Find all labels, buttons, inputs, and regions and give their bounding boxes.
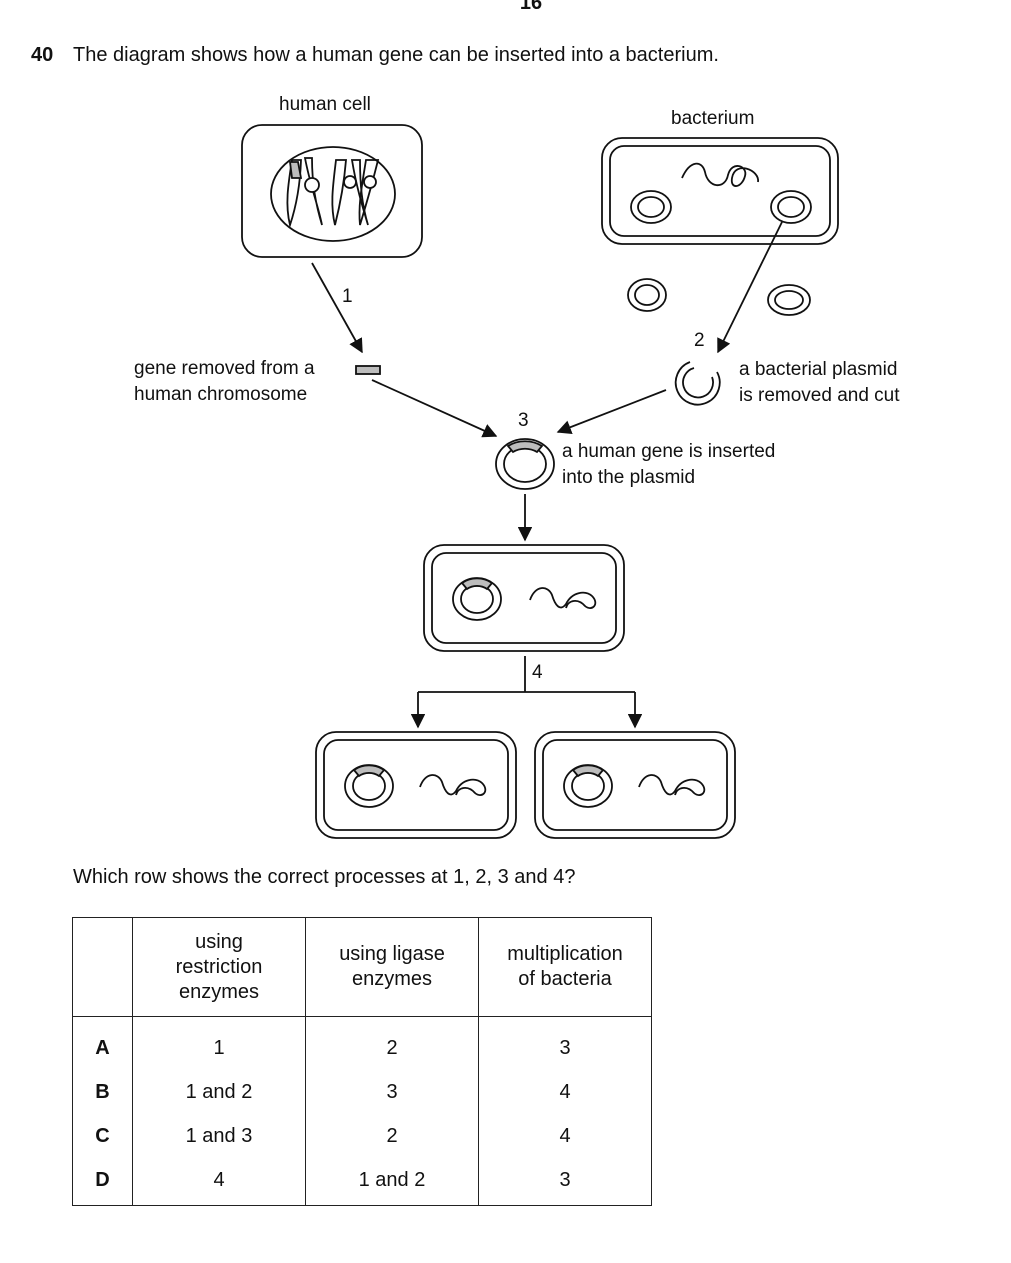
- table-cell: 3: [478, 1158, 652, 1206]
- table-header-row: using restriction enzymes using ligase e…: [72, 917, 652, 1017]
- daughter-bacterium-right: [534, 731, 736, 839]
- label-gene-removed-line2: human chromosome: [134, 384, 308, 405]
- table-header-ligase: using ligase enzymes: [305, 917, 479, 1017]
- label-gene-inserted-line2: into the plasmid: [562, 467, 696, 488]
- row-key: B: [72, 1070, 133, 1114]
- bacterium: [601, 137, 839, 245]
- table-row: A 1 2 3: [72, 1016, 652, 1070]
- page-number: 16: [519, 0, 543, 14]
- row-key: A: [72, 1016, 133, 1070]
- recombinant-bacterium: [423, 544, 625, 652]
- arrow-step-2: [717, 221, 783, 354]
- table-row: C 1 and 3 2 4: [72, 1114, 652, 1158]
- table-cell: 2: [305, 1114, 479, 1158]
- table-cell: 3: [478, 1016, 652, 1070]
- table-row: D 4 1 and 2 3: [72, 1158, 652, 1206]
- table-cell: 3: [305, 1070, 479, 1114]
- table-header-key: [72, 917, 133, 1017]
- recombinant-plasmid-icon: [495, 438, 555, 490]
- table-header-restriction: using restriction enzymes: [132, 917, 306, 1017]
- arrow-gene-to-plasmid: [371, 379, 498, 438]
- question-prompt: Which row shows the correct processes at…: [73, 866, 576, 888]
- table-cell: 1: [132, 1016, 306, 1070]
- chromosome-icon: [286, 157, 380, 229]
- cut-plasmid-icon: [674, 361, 721, 406]
- row-key: C: [72, 1114, 133, 1158]
- table-header-multiplication: multiplication of bacteria: [478, 917, 652, 1017]
- step-number-4: 4: [532, 662, 543, 683]
- bacterial-dna-icon: [681, 162, 759, 187]
- table-cell: 4: [132, 1158, 306, 1206]
- arrow-plasmid-to-insertion: [556, 389, 667, 435]
- label-gene-inserted-line1: a human gene is inserted: [562, 441, 776, 462]
- step-number-2: 2: [694, 330, 705, 351]
- label-plasmid-removed-line2: is removed and cut: [739, 385, 900, 406]
- table-cell: 4: [478, 1070, 652, 1114]
- arrow-step-4: [410, 656, 643, 729]
- question-number: 40: [31, 44, 54, 66]
- gene-fragment-icon: [355, 365, 381, 375]
- table-cell: 1 and 2: [132, 1070, 306, 1114]
- table-cell: 2: [305, 1016, 479, 1070]
- label-gene-removed-line1: gene removed from a: [134, 358, 315, 379]
- label-bacterium: bacterium: [671, 108, 755, 129]
- question-stem: The diagram shows how a human gene can b…: [73, 44, 719, 66]
- plasmid-icon: [627, 278, 667, 312]
- plasmid-icon: [767, 284, 811, 316]
- row-key: D: [72, 1158, 133, 1206]
- answer-table: using restriction enzymes using ligase e…: [72, 917, 652, 1206]
- step-number-3: 3: [518, 410, 529, 431]
- arrow-step-1: [311, 262, 363, 354]
- table-cell: 1 and 2: [305, 1158, 479, 1206]
- table-cell: 1 and 3: [132, 1114, 306, 1158]
- daughter-bacterium-left: [315, 731, 517, 839]
- table-row: B 1 and 2 3 4: [72, 1070, 652, 1114]
- table-cell: 4: [478, 1114, 652, 1158]
- label-plasmid-removed-line1: a bacterial plasmid: [739, 359, 898, 380]
- step-number-1: 1: [342, 286, 353, 307]
- human-cell: [241, 124, 423, 258]
- label-human-cell: human cell: [279, 94, 371, 115]
